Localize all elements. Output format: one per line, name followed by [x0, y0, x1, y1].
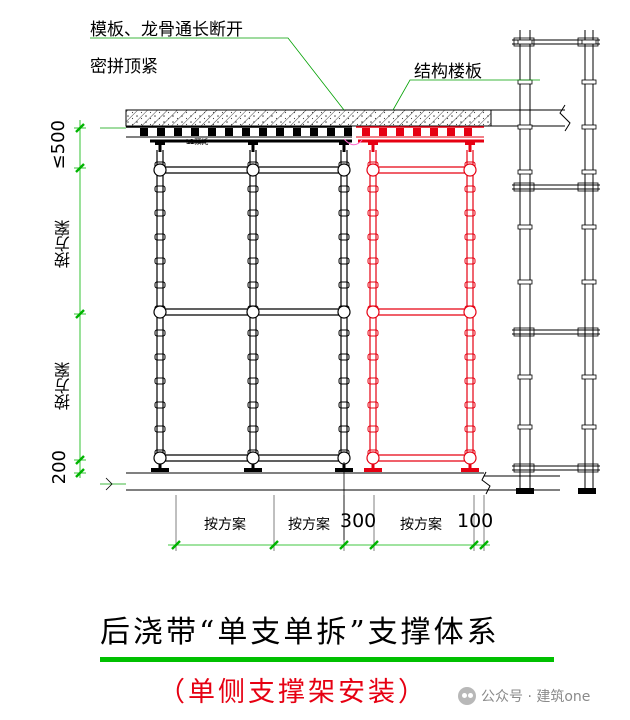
formwork-black	[126, 126, 352, 138]
formwork-red	[356, 126, 484, 138]
watermark: 公众号 · 建筑one	[458, 686, 590, 706]
dim-h5-label: 100	[457, 510, 494, 532]
gap-arc	[343, 138, 363, 146]
structural-slab	[125, 104, 571, 132]
dimension-vertical	[74, 120, 86, 478]
joists-red	[362, 128, 472, 136]
dim-mid2-label: 按方案	[54, 362, 73, 410]
dimension-horizontal	[168, 462, 490, 551]
dim-h4-label: 按方案	[400, 517, 442, 533]
dim-h3-label: 300	[340, 510, 377, 532]
side-elevation-scaffold	[512, 30, 600, 494]
slab-label: 结构楼板	[414, 62, 482, 82]
dim-mid1-label: 按方案	[54, 220, 73, 268]
diagram-title: 后浇带“单支单拆”支撑体系	[100, 615, 500, 650]
wechat-icon	[458, 687, 476, 705]
formwork-note-line1: 模板、龙骨通长断开	[90, 20, 243, 40]
dim-bottom-label: 200	[49, 450, 70, 485]
lamp-mark: L1顶托	[186, 138, 209, 146]
ground-slab	[126, 471, 560, 495]
diagram-subtitle: （单侧支撑架安装）	[158, 677, 428, 708]
dim-h2-label: 按方案	[288, 517, 330, 533]
title-underline	[100, 657, 554, 662]
leader-lines	[90, 37, 540, 144]
watermark-text: 公众号 · 建筑one	[481, 689, 591, 705]
formwork-note-line2: 密拼顶紧	[90, 57, 158, 77]
dim-top-label: ≤500	[48, 120, 69, 170]
scaffold-frame-black	[151, 141, 353, 472]
joists-black	[140, 128, 352, 136]
dim-h1-label: 按方案	[204, 517, 246, 533]
scaffold-frame-red	[364, 141, 479, 472]
